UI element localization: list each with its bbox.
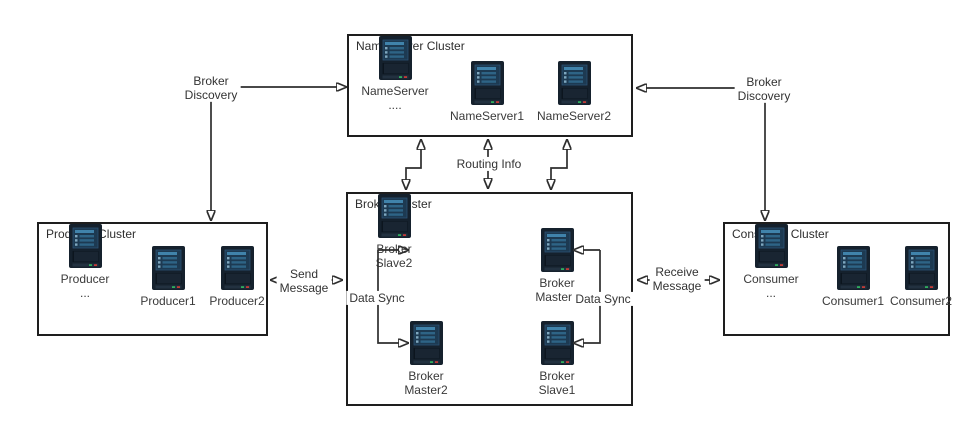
edge-label-data-sync-right: Data Sync — [572, 291, 634, 307]
server-node-label: NameServer2 — [536, 109, 612, 123]
server-node-producer2: Producer2 — [191, 246, 283, 308]
server-node-label: Producer2 — [209, 294, 265, 308]
server-icon — [151, 246, 185, 290]
server-node-broker-master1: Broker Master1 — [511, 228, 603, 305]
server-node-producer: Producer ... — [39, 224, 131, 301]
server-node-label: Producer ... — [60, 272, 110, 301]
server-icon — [754, 224, 788, 268]
server-node-broker-slave2: Broker Slave2 — [348, 194, 440, 271]
server-node-label: Broker Slave2 — [375, 242, 413, 271]
edge-nameserver-broker-right-zigzag — [551, 149, 567, 180]
nameserver-cluster-box: NameServer Cluster NameServer1 — [347, 34, 633, 137]
server-node-nameserver1: NameServer1 — [441, 61, 533, 123]
server-icon — [540, 321, 574, 365]
server-node-consumer1: Consumer1 — [807, 246, 899, 308]
server-node-label: Consumer1 — [821, 294, 885, 308]
server-node-broker-master2: Broker Master2 — [380, 321, 472, 398]
server-icon — [904, 246, 938, 290]
server-node-label: Producer1 — [140, 294, 196, 308]
server-icon — [836, 246, 870, 290]
server-icon — [470, 61, 504, 105]
server-node-label: NameServer .... — [361, 84, 429, 113]
server-node-nameserver: NameServer .... — [349, 36, 441, 113]
producer-cluster-box: Producer Cluster Producer1 — [37, 222, 268, 336]
edge-label-routing-info: Routing Info — [453, 156, 525, 172]
server-node-consumer2: Consumer2 — [875, 246, 967, 308]
server-icon — [378, 36, 412, 80]
server-node-label: Consumer2 — [889, 294, 953, 308]
server-icon — [220, 246, 254, 290]
edge-label-broker-discovery-left: Broker Discovery — [181, 73, 241, 103]
server-node-producer1: Producer1 — [122, 246, 214, 308]
server-node-consumer: Consumer ... — [725, 224, 817, 301]
server-node-label: Broker Master1 — [535, 276, 579, 305]
server-icon — [540, 228, 574, 272]
edge-nameserver-broker-left-zigzag — [406, 149, 421, 180]
server-icon — [377, 194, 411, 238]
server-node-label: NameServer1 — [449, 109, 525, 123]
edge-label-receive-message: Receive Message — [649, 264, 705, 294]
edge-label-broker-discovery-right: Broker Discovery — [734, 74, 794, 104]
server-node-nameserver2: NameServer2 — [528, 61, 620, 123]
server-icon — [68, 224, 102, 268]
server-node-label: Broker Slave1 — [538, 369, 576, 398]
server-icon — [409, 321, 443, 365]
edge-label-data-sync-left: Data Sync — [346, 290, 408, 306]
server-node-label: Broker Master2 — [404, 369, 448, 398]
consumer-cluster-box: Consumer Cluster Consumer1 — [723, 222, 952, 336]
server-node-broker-slave1: Broker Slave1 — [511, 321, 603, 398]
server-node-label: Consumer ... — [743, 272, 799, 301]
edge-label-send-message: Send Message — [276, 266, 332, 296]
server-icon — [557, 61, 591, 105]
